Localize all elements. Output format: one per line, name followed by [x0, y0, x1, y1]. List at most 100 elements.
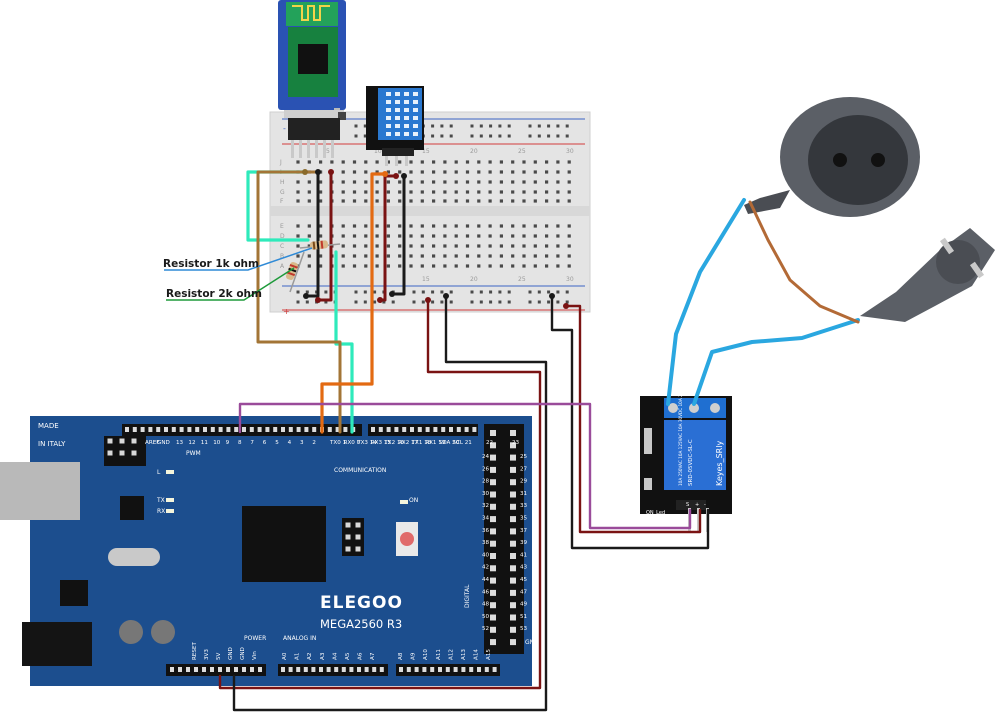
rail-hole	[479, 290, 483, 294]
rail-hole	[528, 300, 532, 304]
breadboard-hole	[545, 224, 549, 228]
breadboard-hole	[296, 244, 300, 248]
breadboard-hole	[307, 190, 311, 194]
header-hole	[510, 516, 516, 523]
breadboard-hole	[556, 160, 560, 164]
dht-vent-hole	[404, 116, 409, 120]
header-hole	[453, 667, 458, 672]
breadboard-hole	[319, 224, 323, 228]
pin-label-right: 51	[520, 614, 528, 620]
pin-label-right: 33	[520, 503, 528, 509]
breadboard-hole	[488, 224, 492, 228]
header-hole	[510, 614, 516, 621]
icsp-header-main	[342, 518, 364, 556]
breadboard-hole	[567, 199, 571, 203]
breadboard-hole	[375, 244, 379, 248]
breadboard-number-top: 20	[470, 148, 478, 155]
header-hole	[510, 430, 516, 436]
breadboard-hole	[398, 170, 402, 174]
rail-hole	[421, 300, 425, 304]
terminal-screw-3	[710, 403, 720, 413]
breadboard-hole	[341, 170, 345, 174]
atmega2560-chip	[242, 506, 326, 582]
header-hole	[156, 427, 161, 432]
pin-label-right: 27	[520, 466, 528, 472]
breadboard-hole	[375, 264, 379, 268]
wire-brown-socket-plug	[748, 200, 860, 324]
pin-label-top: SDA 20	[439, 440, 460, 446]
arduino-mega-board: MADE IN ITALY PWM COMMUNICATION POWER AN…	[0, 416, 539, 686]
header-hole	[510, 553, 516, 559]
terminal-screw-1	[668, 403, 678, 413]
breadboard-hole	[499, 244, 503, 248]
header-hole	[490, 479, 496, 486]
led-on-label: ON	[409, 497, 418, 504]
breadboard-hole	[364, 254, 368, 258]
led-tx	[166, 498, 174, 502]
breadboard-hole	[296, 190, 300, 194]
breadboard-hole	[330, 160, 334, 164]
header-hole	[441, 427, 446, 432]
header-hole	[171, 427, 176, 432]
dht-vent-hole	[413, 132, 418, 136]
header-hole	[469, 667, 474, 672]
wire-tan	[256, 170, 342, 434]
dht-vent-hole	[404, 108, 409, 112]
breadboard-hole	[341, 264, 345, 268]
header-hole	[303, 667, 308, 672]
icsp-pin	[355, 546, 361, 552]
breadboard-hole	[398, 199, 402, 203]
breadboard-hole	[477, 180, 481, 184]
communication-label: COMMUNICATION	[334, 467, 386, 474]
pin-label-analog: A8	[398, 652, 404, 660]
relay-chip-text: SRD-05VDC-SL-C	[688, 439, 694, 486]
breadboard-hole	[443, 264, 447, 268]
breadboard-hole	[341, 254, 345, 258]
breadboard-hole	[432, 234, 436, 238]
header-hole	[349, 667, 354, 672]
breadboard-hole	[533, 160, 537, 164]
breadboard-hole	[352, 199, 357, 203]
dht-vent-hole	[386, 116, 391, 120]
pin-label-analog: A12	[448, 649, 454, 660]
relay-pin	[697, 508, 700, 532]
breadboard-number-top: 25	[518, 148, 526, 155]
pin-label-right: 47	[520, 589, 528, 595]
header-hole	[492, 667, 497, 672]
breadboard-hole	[545, 199, 549, 203]
header-hole	[510, 589, 516, 596]
header-hole	[510, 454, 516, 461]
pin-label-top: TX2 16	[383, 440, 404, 446]
header-hole	[417, 427, 422, 432]
resistor-1k	[299, 240, 341, 250]
dht-vent-hole	[395, 108, 400, 112]
breadboard-hole	[477, 224, 481, 228]
gnd-right-label: GND	[525, 639, 539, 646]
dht-vent-hole	[413, 124, 418, 128]
header-hole	[218, 667, 222, 672]
breadboard-hole	[465, 160, 470, 164]
pin-label-power: GND	[228, 647, 234, 660]
breadboard-hole	[454, 264, 458, 268]
rail-hole	[412, 300, 416, 304]
pin-label-right: 50	[482, 614, 490, 620]
breadboard-hole	[545, 244, 549, 248]
pin-label-analog: A13	[461, 649, 467, 660]
breadboard-hole	[533, 234, 537, 238]
breadboard-hole	[556, 224, 560, 228]
breadboard-hole	[522, 170, 526, 174]
rail-hole	[498, 290, 502, 294]
dht-vent-hole	[404, 92, 409, 96]
model-label: MEGA2560 R3	[320, 617, 402, 631]
header-hole	[140, 427, 145, 432]
pin-label-analog: A1	[295, 652, 301, 660]
terminal-screw-2	[689, 403, 699, 413]
header-hole	[490, 430, 496, 436]
usb-connector	[0, 462, 80, 520]
breadboard-hole	[443, 254, 447, 258]
led-tx-label: TX	[156, 497, 165, 504]
relay-diode	[644, 428, 652, 454]
breadboard-hole	[488, 170, 492, 174]
header-hole	[242, 667, 246, 672]
